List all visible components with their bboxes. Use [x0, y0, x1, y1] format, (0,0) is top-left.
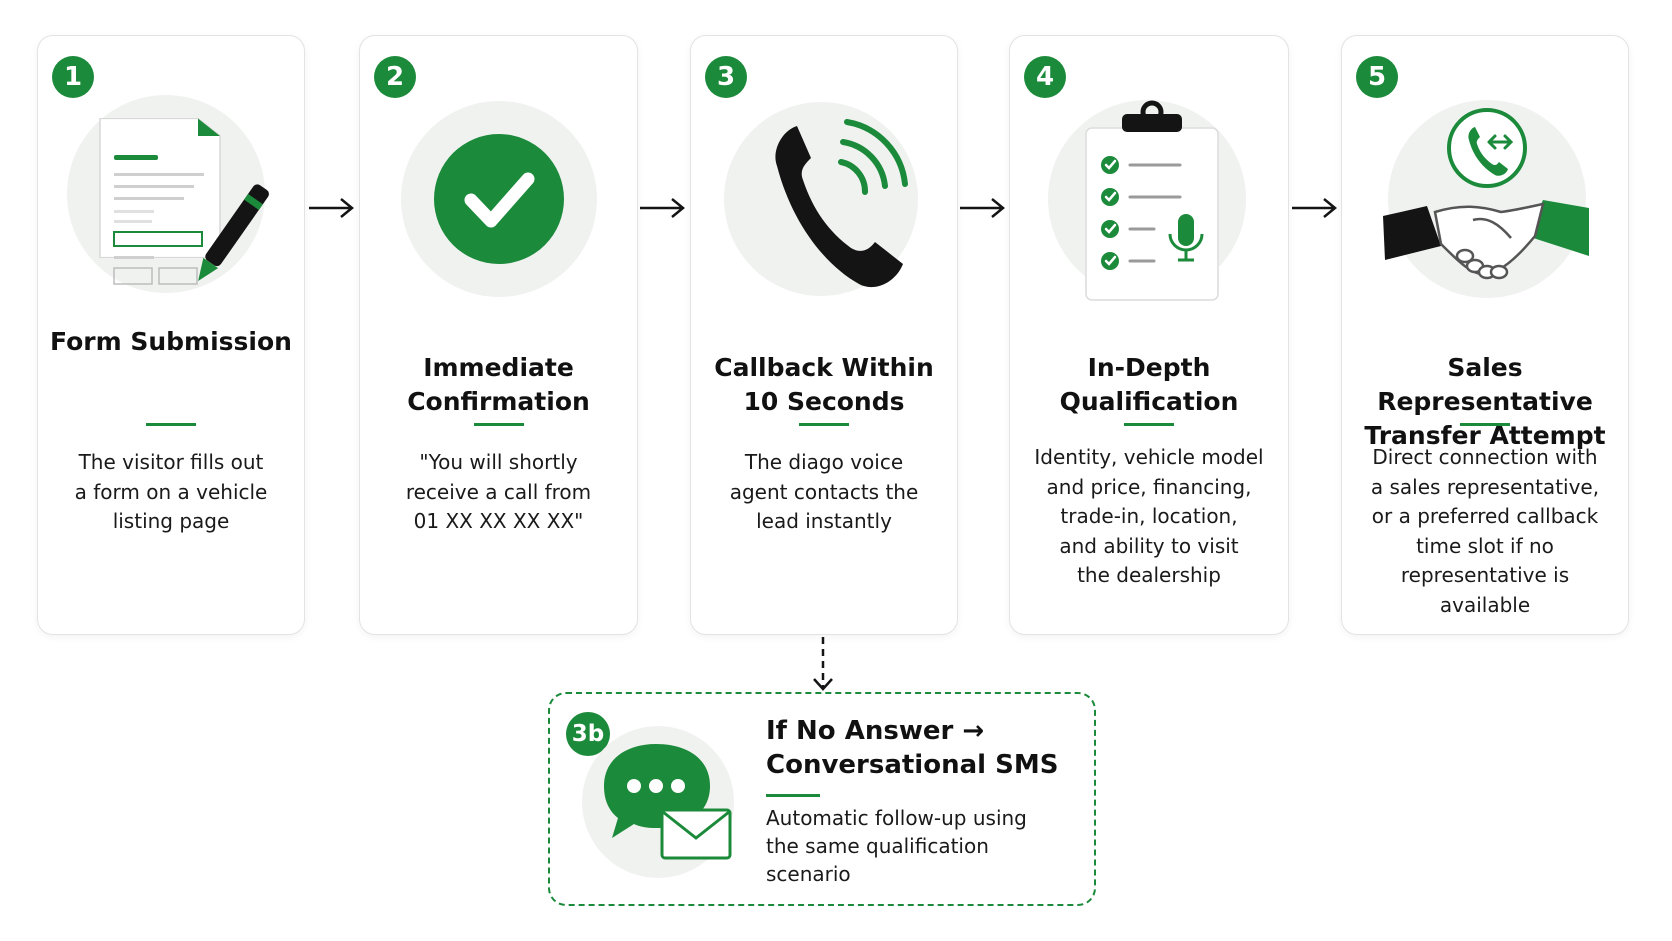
title-divider: [146, 423, 196, 426]
clipboard-microphone-icon: [1048, 100, 1246, 301]
fallback-title: If No Answer → Conversational SMS: [766, 716, 1059, 780]
step-card-1: 1 Form Submission The visitor fi: [37, 35, 305, 635]
step-description: Identity, vehicle model and price, finan…: [1034, 445, 1264, 587]
title-divider: [766, 794, 820, 797]
form-pen-icon: [67, 95, 269, 293]
chat-bubble-envelope-icon: [582, 726, 734, 878]
step-title: Callback Within 10 Seconds: [714, 353, 934, 416]
step-number-badge: 5: [1356, 56, 1398, 98]
arrow-right-icon: [309, 198, 354, 218]
arrow-right-icon: [1292, 198, 1337, 218]
step-number-badge: 1: [52, 56, 94, 98]
fallback-description: Automatic follow-up using the same quali…: [766, 806, 1027, 886]
step-number-badge: 3b: [566, 712, 610, 756]
step-description: "You will shortly receive a call from 01…: [405, 450, 592, 533]
step-description: Direct connection with a sales represent…: [1370, 445, 1600, 617]
title-divider: [473, 423, 524, 426]
phone-ringing-icon: [724, 102, 918, 296]
step-card-5: 5 Sales Representative Transfer Attempt …: [1341, 35, 1629, 635]
arrow-right-icon: [960, 198, 1005, 218]
checkmark-icon: [400, 101, 597, 297]
title-divider: [1124, 423, 1174, 426]
step-title: In-Depth Qualification: [1059, 353, 1239, 416]
dashed-arrow-down-icon: [813, 637, 833, 691]
step-title: Form Submission: [50, 327, 292, 356]
step-card-4: 4 In-Depth Qualification: [1009, 35, 1289, 635]
step-card-3: 3 Callback Within 10 Seconds The diago v…: [690, 35, 958, 635]
fallback-sms-card: 3b If No Answer → Conversational SMS Aut…: [548, 692, 1096, 906]
step-number-badge: 2: [374, 56, 416, 98]
step-description: The visitor fills out a form on a vehicl…: [74, 450, 268, 533]
step-title: Immediate Confirmation: [407, 353, 590, 416]
handshake-phone-transfer-icon: [1383, 100, 1589, 298]
arrow-right-icon: [640, 198, 685, 218]
title-divider: [1460, 423, 1510, 426]
title-divider: [799, 423, 849, 426]
step-number-badge: 3: [705, 56, 747, 98]
step-card-2: 2 Immediate Confirmation "You will short…: [359, 35, 638, 635]
step-title: Sales Representative Transfer Attempt: [1364, 353, 1606, 450]
step-description: The diago voice agent contacts the lead …: [729, 450, 919, 533]
step-number-badge: 4: [1024, 56, 1066, 98]
